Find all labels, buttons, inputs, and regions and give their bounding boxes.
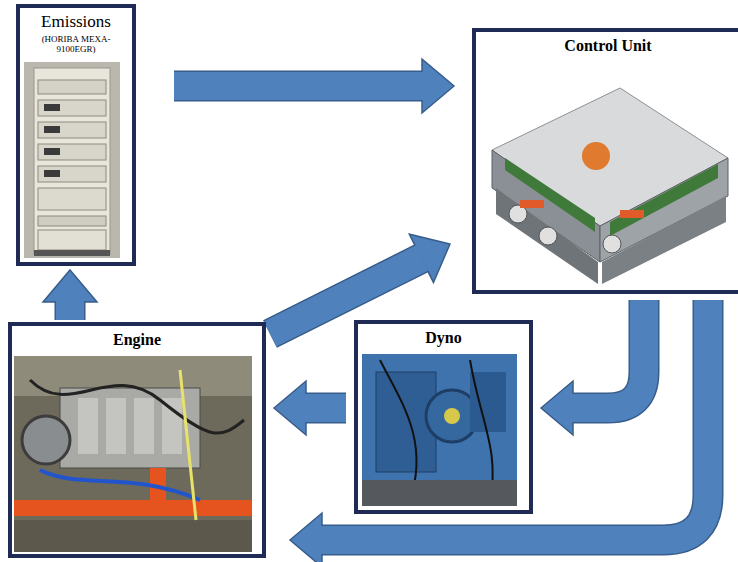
engine-box: Engine (8, 322, 266, 558)
control-unit-box: Control Unit (472, 28, 738, 294)
arrow-outline (55, 301, 86, 320)
emissions-photo (24, 62, 120, 258)
dyno-box: Dyno (354, 320, 533, 514)
arrow-body (56, 301, 84, 320)
block-arrow (43, 270, 97, 320)
arrow-head (422, 59, 454, 113)
arrow-head (274, 381, 306, 435)
node-heading: Dyno (358, 324, 529, 348)
arrow-body (572, 300, 644, 408)
engine-photo (14, 356, 252, 552)
arrow-head (43, 270, 97, 302)
arrow-body (174, 72, 423, 100)
arrow-body (305, 394, 346, 422)
dyno-photo (362, 354, 517, 506)
arrow-body (321, 300, 708, 540)
control-unit-photo (492, 88, 728, 284)
arrow-outline (174, 71, 423, 102)
block-arrow (274, 381, 346, 435)
block-arrow (541, 300, 644, 435)
node-heading: Engine (12, 326, 262, 350)
arrow-outline (572, 300, 644, 408)
arrow-head (290, 513, 322, 562)
arrow-head (541, 381, 573, 435)
node-subtitle: (HORIBA MEXA-9100EGR) (34, 34, 118, 54)
emissions-box: Emissions(HORIBA MEXA-9100EGR) (16, 4, 136, 266)
node-heading: Emissions (20, 8, 132, 32)
block-arrow (174, 59, 454, 113)
block-arrow (290, 300, 708, 562)
arrow-outline (305, 393, 346, 424)
arrow-outline (321, 300, 708, 540)
node-heading: Control Unit (476, 32, 738, 56)
